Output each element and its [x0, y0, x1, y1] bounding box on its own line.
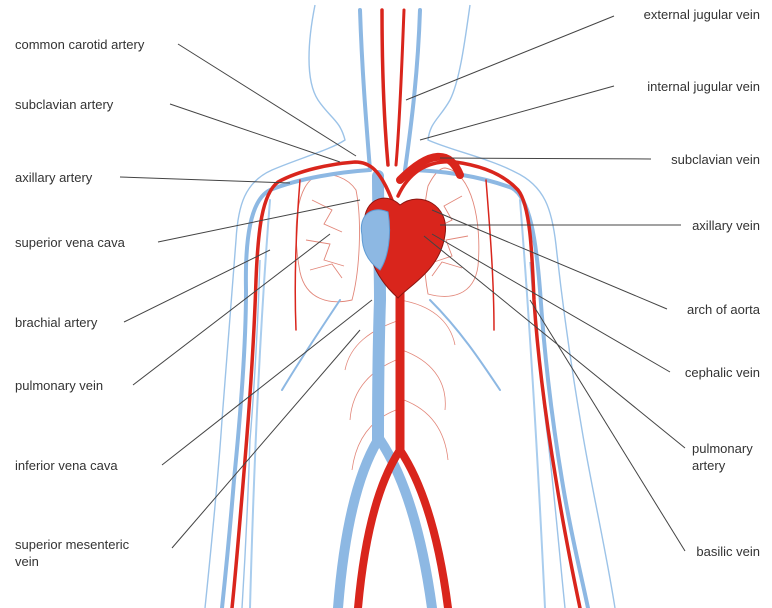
label-superior-mesenteric-vein: superior mesenteric vein [15, 536, 129, 570]
label-axillary-artery: axillary artery [15, 169, 92, 186]
label-internal-jugular-vein: internal jugular vein [647, 78, 760, 95]
label-pulmonary-artery: pulmonary artery [692, 440, 753, 474]
label-subclavian-vein: subclavian vein [671, 151, 760, 168]
label-common-carotid-artery: common carotid artery [15, 36, 144, 53]
label-subclavian-artery: subclavian artery [15, 96, 113, 113]
label-line: vein [15, 553, 129, 570]
label-superior-vena-cava: superior vena cava [15, 234, 125, 251]
label-external-jugular-vein: external jugular vein [644, 6, 760, 23]
label-line: pulmonary [692, 440, 753, 457]
label-pulmonary-vein: pulmonary vein [15, 377, 103, 394]
label-line: artery [692, 457, 753, 474]
label-basilic-vein: basilic vein [696, 543, 760, 560]
label-line: superior mesenteric [15, 536, 129, 553]
label-brachial-artery: brachial artery [15, 314, 97, 331]
label-axillary-vein: axillary vein [692, 217, 760, 234]
label-cephalic-vein: cephalic vein [685, 364, 760, 381]
label-arch-of-aorta: arch of aorta [687, 301, 760, 318]
label-inferior-vena-cava: inferior vena cava [15, 457, 118, 474]
